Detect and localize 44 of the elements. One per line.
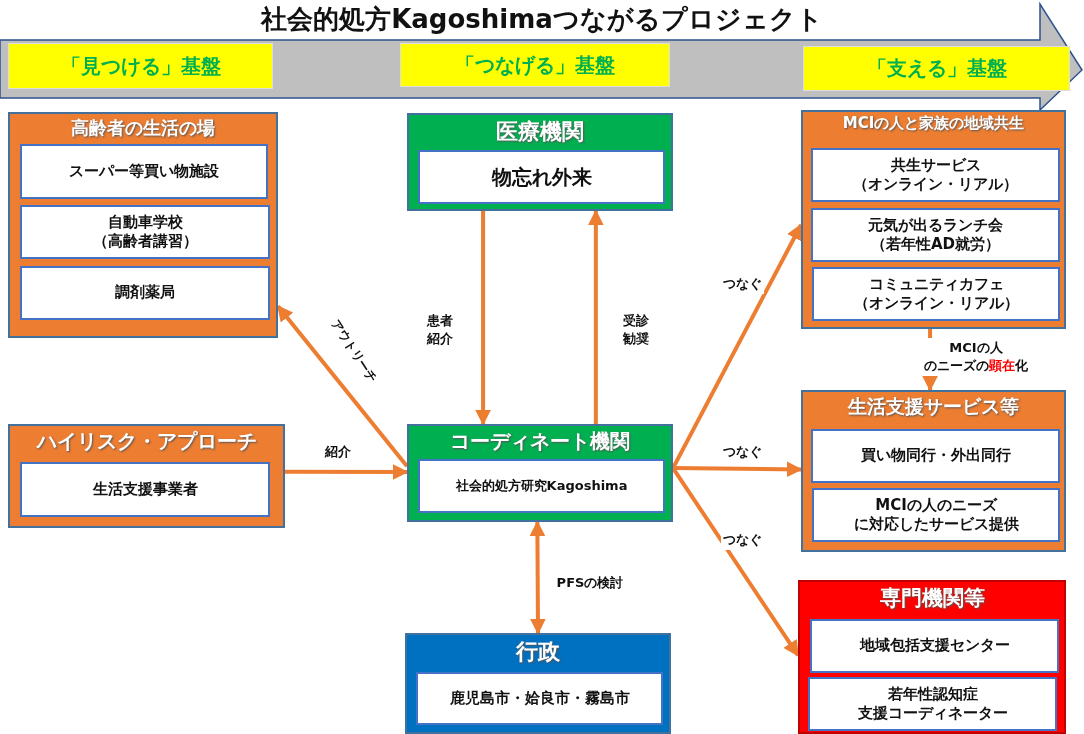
edge-label: MCIの人のニーズの顕在化 xyxy=(922,338,1030,376)
item-box: 社会的処方研究Kagoshima xyxy=(418,459,665,513)
item-box: 買い物同行・外出同行 xyxy=(811,429,1060,483)
panel-heading: コーディネート機関 xyxy=(449,428,631,455)
item-box: コミュニティカフェ（オンライン・リアル） xyxy=(812,267,1060,321)
item-box: 鹿児島市・姶良市・霧島市 xyxy=(416,672,663,725)
arrow xyxy=(672,461,803,478)
arrow xyxy=(529,520,546,635)
item-box: 元気が出るランチ会（若年性AD就労） xyxy=(811,208,1060,262)
panel-heading: 専門機関等 xyxy=(878,585,986,612)
panel-heading: MCIの人と家族の地域共生 xyxy=(841,114,1026,133)
title: 社会的処方Kagoshimaつながるプロジェクト xyxy=(259,3,824,36)
category-banner: 「支える」基盤 xyxy=(803,46,1070,91)
category-banner: 「見つける」基盤 xyxy=(8,43,273,89)
item-box: 調剤薬局 xyxy=(20,266,270,320)
panel-heading: 高齢者の生活の場 xyxy=(70,116,216,140)
item-box: MCIの人のニーズに対応したサービス提供 xyxy=(812,488,1060,542)
arrow xyxy=(587,209,604,424)
group-panel xyxy=(8,112,278,338)
item-box: 若年性認知症支援コーディネーター xyxy=(808,677,1057,731)
group-panel xyxy=(801,110,1066,329)
item-box: スーパー等買い物施設 xyxy=(20,144,268,199)
edge-label: 患者紹介 xyxy=(425,311,455,349)
group-panel xyxy=(8,424,285,528)
item-box: 共生サービス（オンライン・リアル） xyxy=(811,148,1060,202)
panel-heading: 医療機関 xyxy=(495,118,585,146)
panel-heading: 行政 xyxy=(514,638,561,666)
organization-panel xyxy=(407,424,673,522)
organization-panel xyxy=(407,113,673,211)
panel-heading: ハイリスク・アプローチ xyxy=(35,428,258,455)
group-panel xyxy=(801,390,1066,552)
organization-panel xyxy=(405,633,671,734)
edge-label: 受診勧奨 xyxy=(621,311,651,349)
arrow xyxy=(475,211,492,426)
organization-panel xyxy=(798,580,1066,734)
arrow xyxy=(285,464,409,480)
item-box: 物忘れ外来 xyxy=(418,150,665,204)
edge-label: アウトリーチ xyxy=(327,316,381,388)
item-box: 生活支援事業者 xyxy=(20,462,270,517)
item-box: 自動車学校（高齢者講習） xyxy=(20,205,270,259)
item-box: 地域包括支援センター xyxy=(810,619,1059,673)
category-banner: 「つなげる」基盤 xyxy=(400,43,670,87)
panel-heading: 生活支援サービス等 xyxy=(846,394,1020,419)
edge-label: 紹介 xyxy=(323,442,353,462)
